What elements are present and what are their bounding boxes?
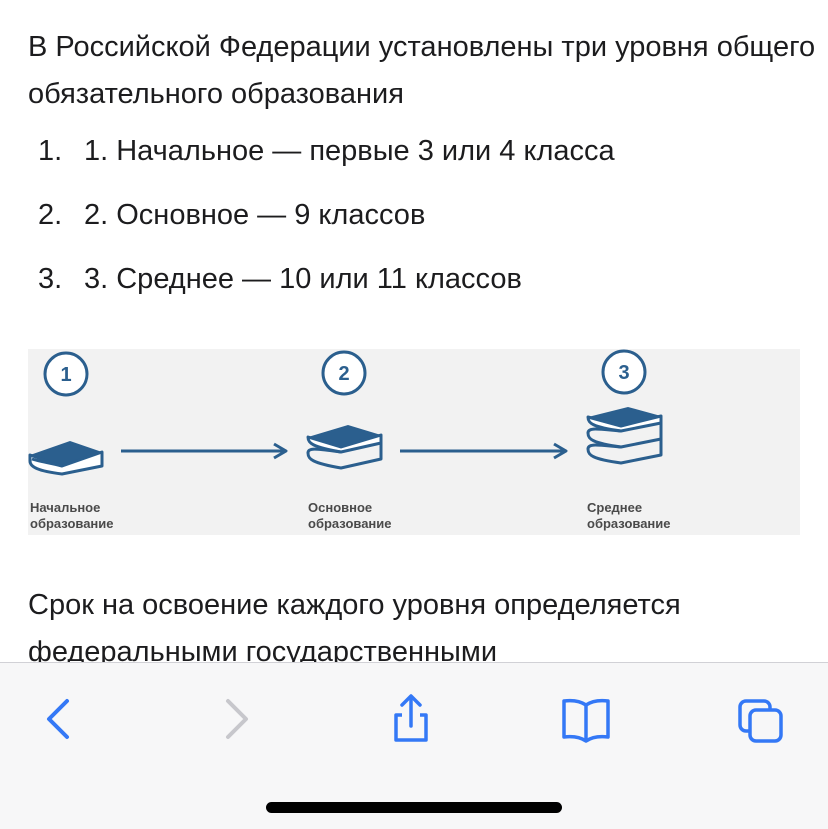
forward-button[interactable] bbox=[206, 693, 266, 749]
arrow-right-icon bbox=[400, 442, 568, 460]
browser-toolbar bbox=[0, 662, 828, 829]
chevron-right-icon bbox=[226, 699, 248, 739]
stage-2-number-badge: 2 bbox=[321, 350, 367, 396]
home-indicator[interactable] bbox=[266, 802, 562, 813]
diagram-graphics: 1 2 3 bbox=[28, 349, 663, 476]
list-item-text: 3. Среднее — 10 или 11 классов bbox=[84, 263, 522, 295]
stage-2-label-line1: Основное bbox=[308, 500, 373, 515]
intro-paragraph: В Российской Федерации установлены три у… bbox=[28, 31, 816, 110]
stage-1-label-line1: Начальное bbox=[30, 500, 101, 515]
bookmarks-button[interactable] bbox=[556, 693, 616, 749]
share-icon bbox=[394, 694, 428, 742]
share-button[interactable] bbox=[381, 693, 441, 749]
back-button[interactable] bbox=[29, 693, 89, 749]
stage-3-number: 3 bbox=[618, 362, 629, 384]
article-content: В Российской Федерации установлены три у… bbox=[28, 31, 816, 662]
stage-1-label: Начальное образование bbox=[30, 500, 170, 532]
closing-paragraph: Срок на освоение каждого уровня определя… bbox=[28, 589, 681, 662]
three-books-icon bbox=[586, 407, 663, 465]
list-item-number: 3. bbox=[38, 263, 63, 295]
list-item-number: 1. bbox=[38, 135, 63, 167]
stage-3-label-line2: образование bbox=[587, 516, 671, 531]
stage-3-number-badge: 3 bbox=[601, 349, 647, 395]
chevron-left-icon bbox=[47, 699, 69, 739]
stage-2-label: Основное образование bbox=[308, 500, 448, 532]
stage-3-label: Среднее образование bbox=[587, 500, 727, 532]
list-item-text: 2. Основное — 9 классов bbox=[84, 199, 426, 231]
two-books-icon bbox=[306, 425, 383, 470]
tabs-icon bbox=[738, 699, 783, 743]
education-levels-diagram: 1 2 3 bbox=[28, 349, 800, 535]
stage-1-number-badge: 1 bbox=[43, 351, 89, 397]
tabs-button[interactable] bbox=[731, 693, 791, 749]
stage-2-number: 2 bbox=[338, 363, 349, 385]
list-item-text: 1. Начальное — первые 3 или 4 класса bbox=[84, 135, 615, 167]
list-item-number: 2. bbox=[38, 199, 63, 231]
stage-1-number: 1 bbox=[60, 364, 71, 386]
single-book-icon bbox=[28, 441, 104, 476]
book-icon bbox=[562, 698, 610, 743]
stage-3-label-line1: Среднее bbox=[587, 500, 643, 515]
arrow-right-icon bbox=[121, 442, 288, 460]
stage-1-label-line2: образование bbox=[30, 516, 114, 531]
stage-2-label-line2: образование bbox=[308, 516, 392, 531]
